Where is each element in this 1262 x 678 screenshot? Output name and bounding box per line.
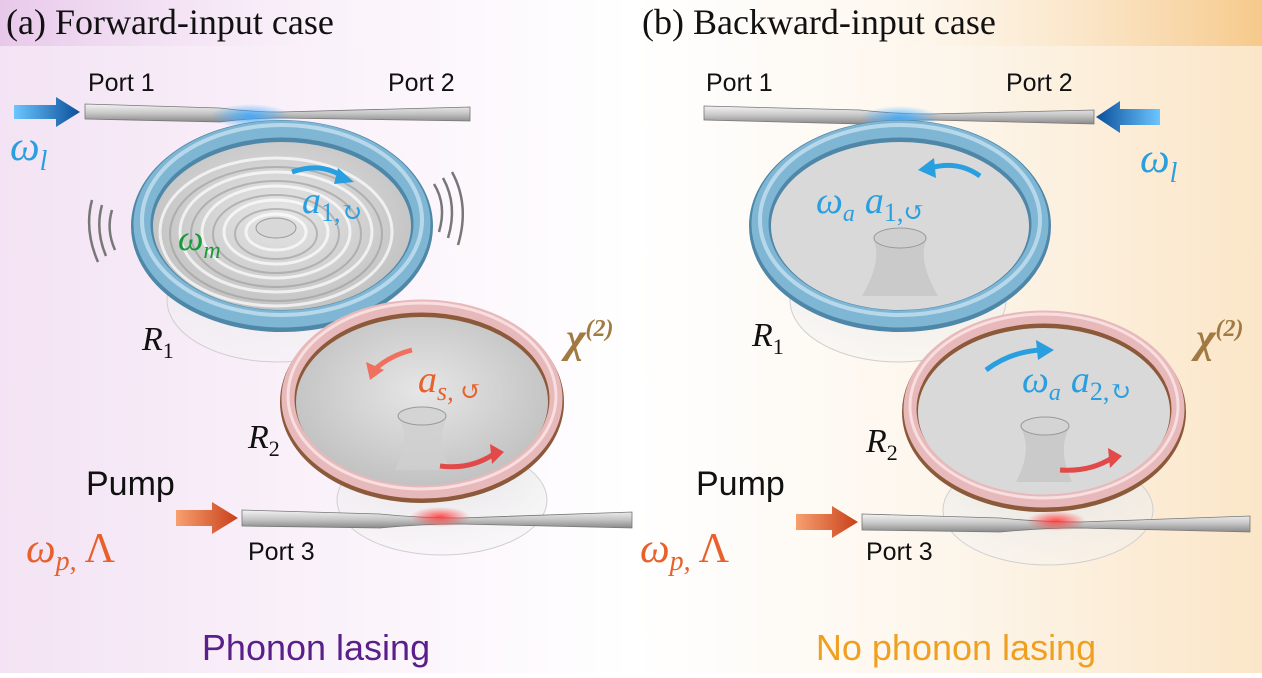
r2-label: R2 (247, 419, 280, 461)
panel-b-title-band (820, 0, 1262, 46)
coupling-glow-bottom (1026, 511, 1086, 531)
r2-stem (1016, 430, 1072, 482)
r2-post (397, 406, 447, 426)
panel-a-title-band (0, 0, 440, 46)
mode2-label: as, ↺ (418, 359, 482, 406)
port3-label: Port 3 (248, 538, 315, 566)
pump-arrow (796, 506, 858, 538)
r1-mode-arrowhead (334, 168, 354, 184)
vibration-marks-left (87, 199, 117, 263)
port1-label: Port 1 (88, 69, 155, 97)
port3-label: Port 3 (866, 538, 933, 566)
r1-ring-highlight (758, 123, 1042, 317)
r2-mode-arrow-bottom (1059, 455, 1114, 473)
panel-b-caption: No phonon lasing (816, 627, 1096, 668)
pump-label: Pump (86, 465, 175, 503)
chi2-label: χ(2) (1191, 316, 1244, 362)
panel-a: (a) Forward-input case Port 1 Port 2 ωl (6, 2, 633, 668)
r2-mode-arrowhead-bottom (490, 444, 504, 464)
panel-a-caption: Phonon lasing (202, 627, 430, 668)
mechanical-mode-label: ωm (178, 218, 221, 264)
r1-mode-arrowhead (918, 158, 936, 178)
input-frequency-label: ωl (10, 124, 48, 177)
r2-disk (292, 310, 552, 490)
port2-label: Port 2 (388, 69, 455, 97)
r1-label: R1 (751, 317, 784, 359)
r1-ripple-shadows (169, 166, 383, 302)
chi2-label: χ(2) (561, 316, 614, 362)
panel-b: (b) Backward-input case Port 1 Port 2 ωl… (640, 2, 1251, 668)
mode1-label: a1,↻ (302, 180, 362, 227)
r1-label: R1 (141, 321, 174, 363)
r2-mode-arrow-bottom (439, 451, 496, 470)
port1-label: Port 1 (706, 69, 773, 97)
input-frequency-label: ωl (1140, 136, 1178, 189)
r2-mode-arrow-top (984, 347, 1041, 373)
r2-mode-arrowhead-top (1036, 340, 1054, 360)
r2-ring-highlight (286, 301, 558, 491)
r1-ripples (158, 156, 394, 308)
r2-mode-arrowhead-bottom (1108, 448, 1122, 468)
vibration-marks-right (432, 171, 464, 246)
r1-post (255, 217, 297, 239)
pump-label: Pump (696, 465, 785, 503)
panel-a-title: (a) Forward-input case (6, 2, 334, 42)
input-arrow (14, 97, 80, 127)
r2-ring-highlight (908, 312, 1180, 500)
pump-frequency-label: ωp,Λ (640, 526, 730, 577)
r2-label: R2 (865, 423, 898, 465)
input-arrow (1096, 101, 1160, 133)
r1-ring-highlight (140, 123, 424, 317)
r2-stem (395, 420, 450, 470)
r1-post (873, 227, 927, 249)
r1-stem (862, 240, 938, 296)
r1-disk (766, 134, 1034, 318)
r2-disk (916, 322, 1172, 498)
port2-label: Port 2 (1006, 69, 1073, 97)
r2-mode-arrowhead-top (366, 362, 384, 380)
r2-post (1020, 416, 1070, 436)
pump-arrow (176, 502, 238, 534)
coupling-glow-bottom (410, 507, 470, 527)
pump-frequency-label: ωp,Λ (26, 526, 116, 577)
panel-b-title: (b) Backward-input case (642, 2, 996, 42)
